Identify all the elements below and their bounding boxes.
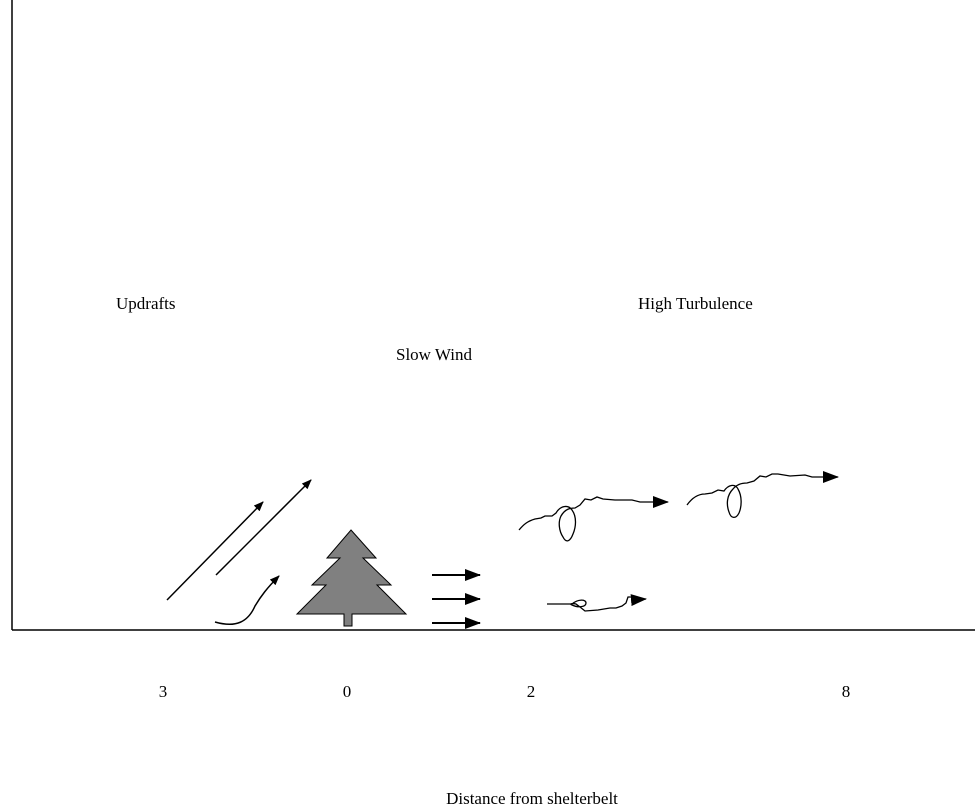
updraft-arrow [215,479,312,576]
tick-label: 2 [527,682,536,701]
updraft-curved-arrow [214,575,280,626]
tick-label: 3 [159,682,168,701]
tree-icon [295,529,408,627]
slow-wind-arrows [432,569,481,629]
updraft-arrow [166,501,264,601]
updrafts-label: Updrafts [116,294,175,313]
x-axis-title: Distance from shelterbelt [446,789,618,808]
turbulent-arrow-icon [547,594,647,612]
turbulent-arrow-icon [686,471,839,519]
tick-label: 8 [842,682,851,701]
tick-label: 0 [343,682,352,701]
turbulent-arrow-icon [518,496,669,542]
high-turbulence-label: High Turbulence [638,294,753,313]
updraft-arrows [166,479,312,626]
slow-wind-label: Slow Wind [396,345,472,364]
turbulent-arrows [518,471,839,612]
